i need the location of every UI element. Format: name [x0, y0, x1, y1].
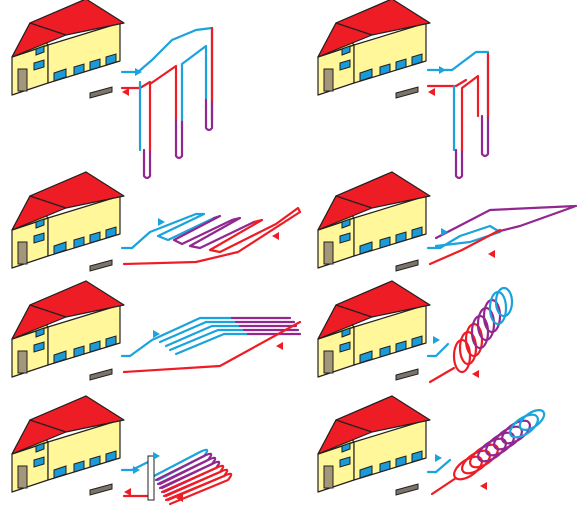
house-icon	[318, 0, 430, 98]
slinky-coil	[154, 450, 231, 504]
flow-arrow-return-icon	[272, 232, 279, 240]
flow-arrow-supply-icon	[433, 336, 440, 344]
panel-horizontal-serpentine	[12, 172, 300, 271]
flow-arrow-return-icon	[428, 88, 435, 96]
flow-arrow-return-icon	[480, 482, 487, 490]
house-icon	[12, 281, 124, 380]
flow-arrow-return-icon	[276, 342, 283, 350]
slinky-coil	[450, 406, 547, 483]
house-icon	[318, 172, 430, 271]
flow-arrow-supply-icon	[153, 452, 160, 460]
house-icon	[318, 396, 430, 495]
panel-horizontal-parallel	[12, 281, 300, 380]
flow-arrow-supply-icon	[435, 454, 442, 462]
house-icon	[12, 172, 124, 271]
flow-arrow-return-icon	[124, 488, 131, 496]
flow-arrow-return-icon	[472, 370, 479, 378]
panel-slinky-stacked	[12, 396, 231, 504]
house-icon	[318, 281, 430, 380]
panel-vertical-boreholes-a	[12, 0, 212, 178]
flow-arrow-supply-icon	[158, 218, 165, 226]
flow-arrow-return-icon	[488, 250, 495, 258]
flow-arrow-return-icon	[122, 88, 129, 96]
slinky-coil	[454, 288, 512, 372]
panel-slinky-horizontal	[318, 396, 547, 495]
panel-vertical-boreholes-b	[318, 0, 488, 178]
flow-arrow-supply-icon	[439, 66, 446, 74]
panel-horizontal-loop	[318, 172, 576, 271]
panel-slinky-vertical	[318, 281, 512, 382]
house-icon	[12, 396, 124, 495]
house-icon	[12, 0, 124, 98]
